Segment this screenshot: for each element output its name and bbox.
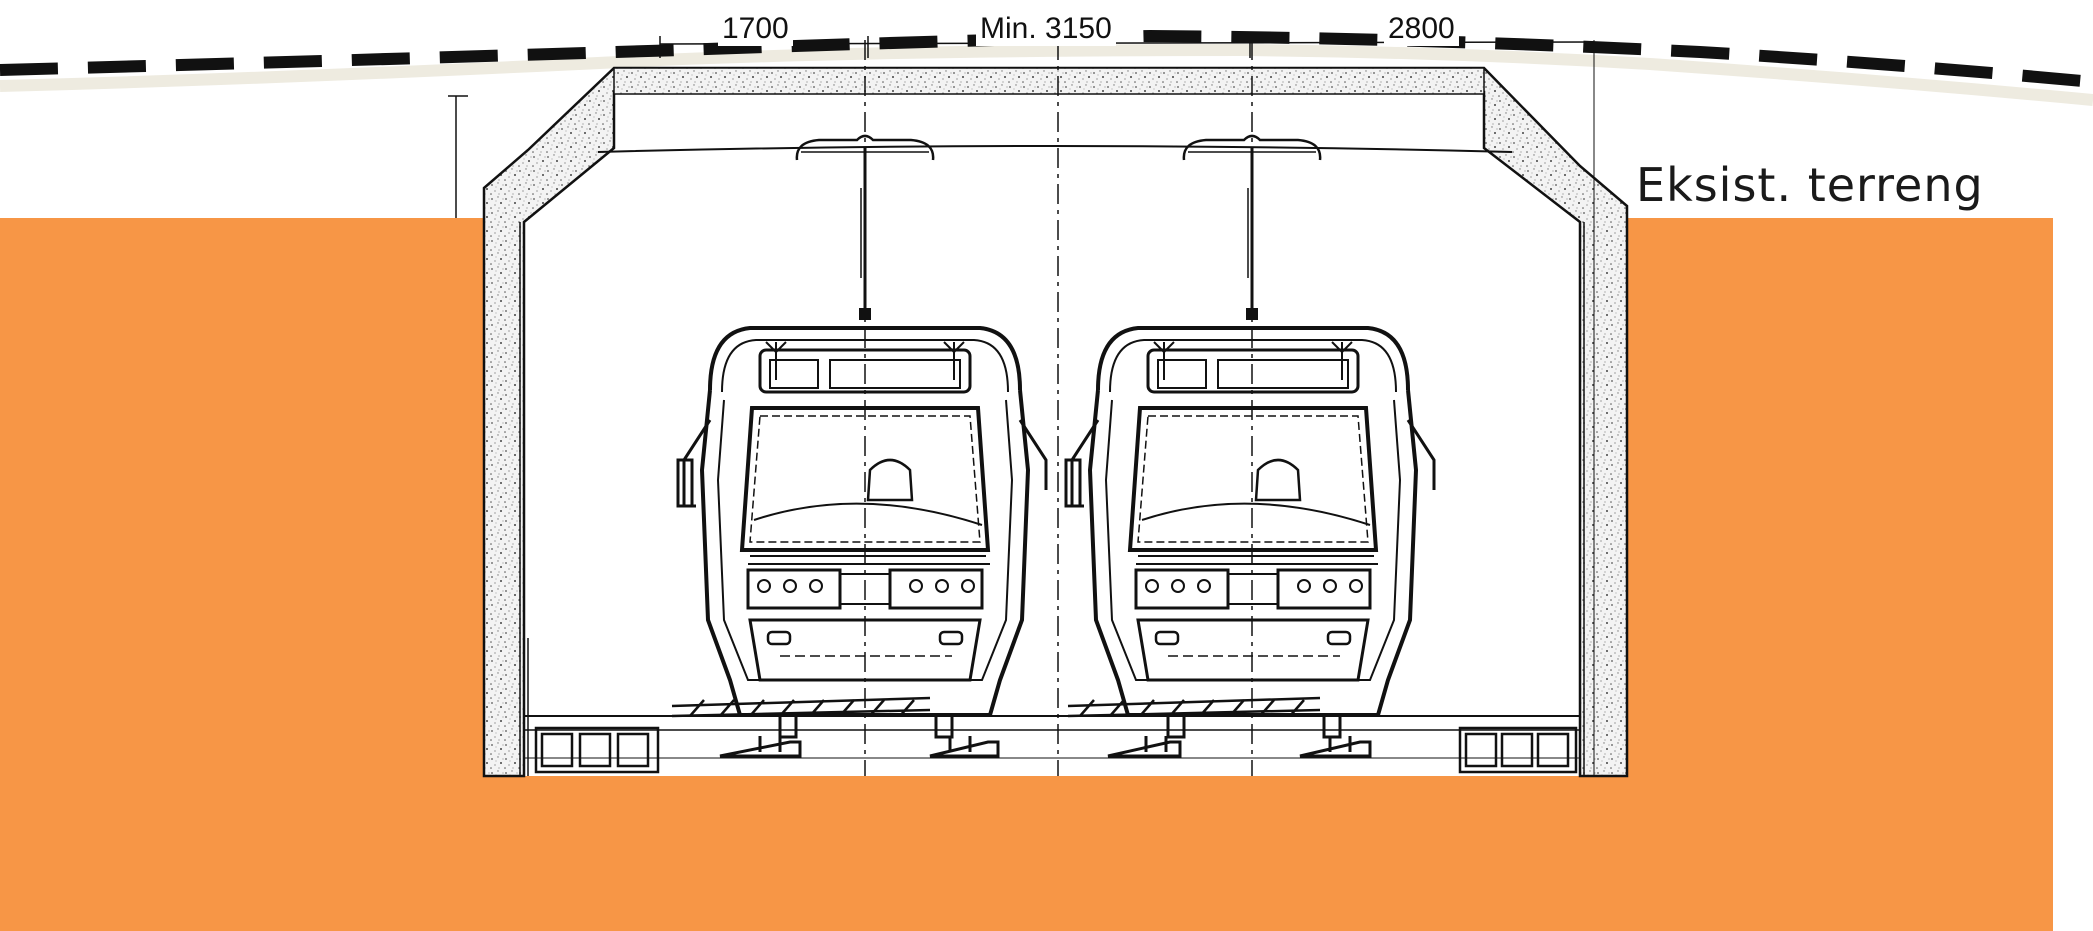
tunnel-concrete-wall [482, 66, 1629, 778]
pantograph-left [795, 134, 935, 322]
terrain-dashed-line [0, 29, 2093, 88]
dimension-label-min-3150: Min. 3150 [976, 12, 1116, 46]
overhead-contact-line [597, 145, 1513, 153]
cable-ducts-right [1458, 726, 1578, 774]
ground-bottom [484, 776, 1627, 931]
existing-terrain-band [0, 43, 2093, 106]
rails [719, 736, 1372, 758]
ground-right [1627, 218, 2053, 931]
track-bed [671, 696, 1321, 718]
tunnel-roof-slab [613, 67, 1485, 95]
tram-front-icon [1064, 326, 1436, 739]
cable-ducts-left [534, 726, 660, 774]
ground-left [0, 218, 484, 931]
tram-front-icon [676, 326, 1048, 739]
pantograph-right [1182, 134, 1322, 322]
dimension-label-1700: 1700 [718, 12, 793, 46]
existing-terrain-label: Eksist. terreng [1636, 158, 1984, 212]
dimension-label-2800: 2800 [1384, 12, 1459, 46]
